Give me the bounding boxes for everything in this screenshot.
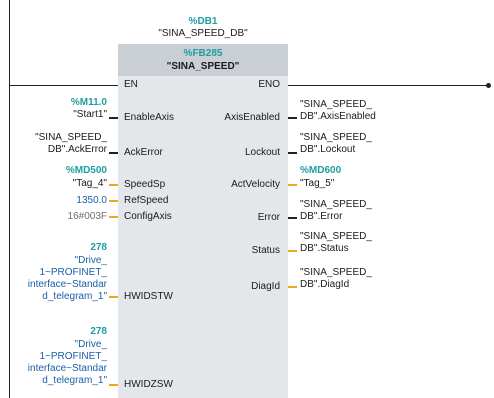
instance-db-address[interactable]: %DB1 xyxy=(188,16,218,27)
block-header[interactable] xyxy=(118,44,288,76)
axis-enabled-operand-line1[interactable]: "SINA_SPEED_ xyxy=(300,99,372,110)
hwidstw-operand-line[interactable]: d_telegram_1" xyxy=(42,291,107,302)
pin-status: Status xyxy=(251,245,280,256)
hwidzsw-value[interactable]: 278 xyxy=(90,326,107,337)
ref-speed-value[interactable]: 1350.0 xyxy=(76,195,107,206)
act-velocity-wire xyxy=(288,184,297,186)
speed-sp-wire xyxy=(109,184,118,186)
pin-speed-sp: SpeedSp xyxy=(124,179,166,190)
ack-error-operand-line1[interactable]: "SINA_SPEED_ xyxy=(35,132,107,143)
lockout-wire xyxy=(288,152,297,154)
block-body[interactable] xyxy=(118,76,288,398)
instance-db-name[interactable]: "SINA_SPEED_DB" xyxy=(158,28,248,39)
enable-axis-address[interactable]: %M11.0 xyxy=(70,97,107,108)
block-address: %FB285 xyxy=(183,48,223,59)
pin-lockout: Lockout xyxy=(244,147,280,158)
hwidzsw-operand-line[interactable]: interface~Standar xyxy=(27,363,107,374)
hwidstw-wire xyxy=(109,296,118,298)
pin-en: EN xyxy=(124,79,138,90)
ref-speed-wire xyxy=(109,200,118,202)
act-velocity-operand[interactable]: "Tag_5" xyxy=(300,178,335,189)
diag-id-wire xyxy=(288,286,297,288)
pin-ack-error: AckError xyxy=(124,147,163,158)
act-velocity-address[interactable]: %MD600 xyxy=(300,165,342,176)
pin-eno: ENO xyxy=(258,79,280,90)
eno-wire xyxy=(288,85,488,86)
hwidzsw-operand-line[interactable]: 1~PROFINET_ xyxy=(39,351,107,362)
pin-act-velocity: ActVelocity xyxy=(231,179,280,190)
ack-error-operand-line2[interactable]: DB".AckError xyxy=(47,144,107,155)
diag-id-operand-line2[interactable]: DB".DiagId xyxy=(300,279,350,290)
pin-diag-id: DiagId xyxy=(251,281,280,292)
hwidzsw-wire xyxy=(109,384,118,386)
error-operand-line2[interactable]: DB".Error xyxy=(300,211,343,222)
pin-axis-enabled: AxisEnabled xyxy=(224,112,280,123)
hwidstw-operand-line[interactable]: "Drive_ xyxy=(74,255,107,266)
lockout-operand-line2[interactable]: DB".Lockout xyxy=(300,144,356,155)
axis-enabled-wire xyxy=(288,117,297,119)
hwidstw-operand-line[interactable]: 1~PROFINET_ xyxy=(39,267,107,278)
error-operand-line1[interactable]: "SINA_SPEED_ xyxy=(300,199,372,210)
error-wire xyxy=(288,217,297,219)
block-name: "SINA_SPEED" xyxy=(166,61,240,72)
status-operand-line1[interactable]: "SINA_SPEED_ xyxy=(300,231,372,242)
ack-error-wire xyxy=(109,152,118,154)
pin-error: Error xyxy=(257,212,280,223)
left-power-rail xyxy=(9,0,10,398)
speed-sp-address[interactable]: %MD500 xyxy=(65,165,107,176)
config-axis-value[interactable]: 16#003F xyxy=(67,211,107,222)
network-end-dot xyxy=(486,83,491,88)
hwidzsw-operand-line[interactable]: "Drive_ xyxy=(74,339,107,350)
hwidzsw-operand-line[interactable]: d_telegram_1" xyxy=(42,375,107,386)
pin-ref-speed: RefSpeed xyxy=(124,195,169,206)
pin-hwidzsw: HWIDZSW xyxy=(124,379,173,390)
axis-enabled-operand-line2[interactable]: DB".AxisEnabled xyxy=(300,111,376,122)
hwidstw-operand-line[interactable]: interface~Standar xyxy=(27,279,107,290)
en-wire xyxy=(9,85,119,86)
pin-config-axis: ConfigAxis xyxy=(124,211,172,222)
enable-axis-wire xyxy=(109,117,118,119)
pin-hwidstw: HWIDSTW xyxy=(124,291,173,302)
status-wire xyxy=(288,250,297,252)
status-operand-line2[interactable]: DB".Status xyxy=(300,243,349,254)
hwidstw-value[interactable]: 278 xyxy=(90,242,107,253)
diag-id-operand-line1[interactable]: "SINA_SPEED_ xyxy=(300,267,372,278)
config-axis-wire xyxy=(109,216,118,218)
lockout-operand-line1[interactable]: "SINA_SPEED_ xyxy=(300,132,372,143)
enable-axis-operand[interactable]: "Start1" xyxy=(73,109,107,120)
speed-sp-operand[interactable]: "Tag_4" xyxy=(72,178,107,189)
pin-enable-axis: EnableAxis xyxy=(124,112,175,123)
